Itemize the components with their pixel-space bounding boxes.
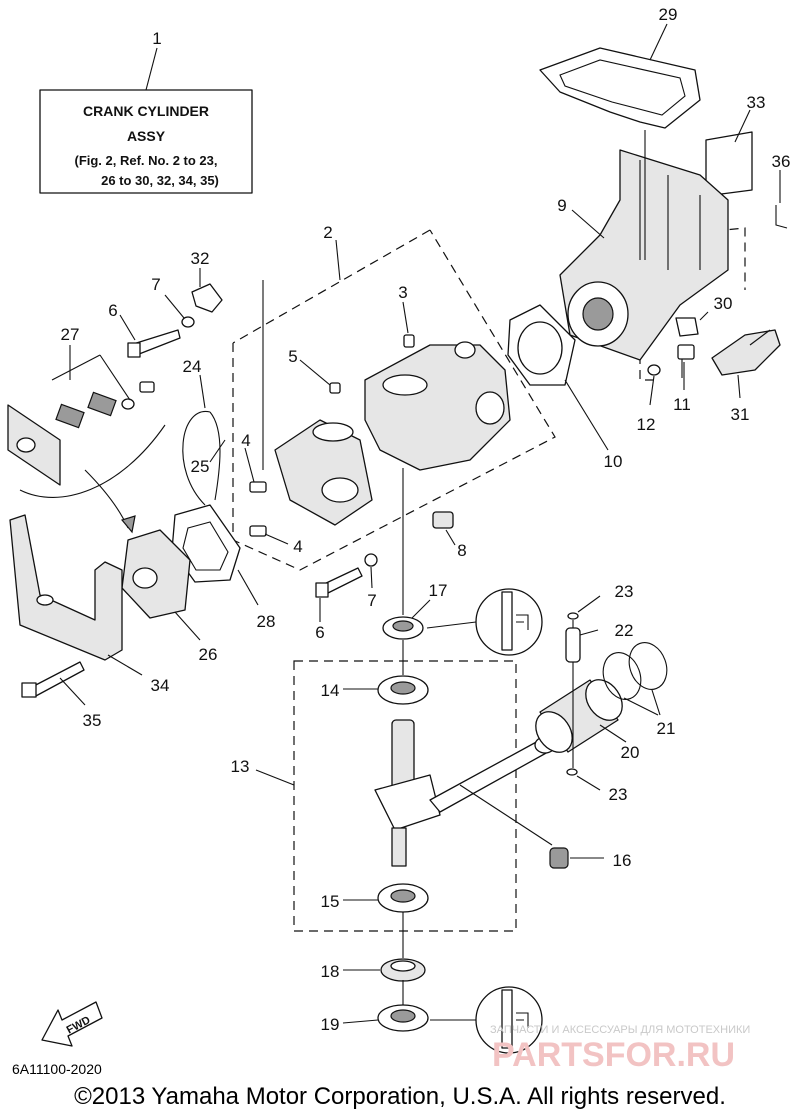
- callout-22: 22: [615, 621, 634, 640]
- part-23-clip-lower: [566, 768, 578, 776]
- part-36-clip: [775, 205, 788, 229]
- part-15-bearing: [377, 883, 429, 913]
- fwd-arrow-icon: FWD: [41, 1001, 103, 1047]
- callout-35: 35: [83, 711, 102, 730]
- callout-27: 27: [61, 325, 80, 344]
- callout-7-upper: 7: [151, 275, 160, 294]
- callout-24: 24: [183, 357, 202, 376]
- callout-16: 16: [613, 851, 632, 870]
- detail-circle-lower: [430, 986, 543, 1054]
- callout-28: 28: [257, 612, 276, 631]
- callout-11: 11: [673, 395, 691, 414]
- part-11-bolt: [677, 344, 695, 378]
- part-31-spark-plug: [711, 329, 781, 376]
- part-8-bushing: [432, 511, 454, 529]
- callout-4-lower: 4: [293, 537, 302, 556]
- part-10-gasket: [507, 304, 576, 386]
- callout-2: 2: [323, 223, 332, 242]
- diagram-code: 6A11100-2020: [12, 1061, 102, 1077]
- part-26-intake: [121, 529, 191, 619]
- reed-bracket-arrow: [19, 424, 166, 534]
- callout-15: 15: [321, 892, 340, 911]
- callout-3: 3: [398, 283, 407, 302]
- callout-5: 5: [288, 347, 297, 366]
- part-18-oil-seal: [380, 958, 426, 982]
- assy-box-line-1: CRANK CYLINDER: [83, 103, 209, 119]
- callout-26: 26: [199, 645, 218, 664]
- part-27-reed-valve: [7, 381, 155, 486]
- callout-21: 21: [657, 719, 676, 738]
- callout-36: 36: [772, 152, 791, 171]
- part-7-washer-lower: [364, 553, 378, 567]
- callout-20: 20: [621, 743, 640, 762]
- watermark: ЗАПЧАСТИ И АКСЕССУАРЫ ДЛЯ МОТОТЕХНИКИ PA…: [490, 1024, 750, 1074]
- part-34-silencer: [9, 514, 123, 661]
- callout-13: 13: [231, 757, 250, 776]
- callout-17: 17: [429, 581, 448, 600]
- part-17-bearing: [382, 616, 424, 640]
- part-22-piston-pin: [565, 627, 581, 663]
- callout-34: 34: [151, 676, 170, 695]
- callout-6-lower: 6: [315, 623, 324, 642]
- part-2-crankcase: [364, 341, 511, 471]
- callout-14: 14: [321, 681, 340, 700]
- part-35-bolt: [21, 661, 85, 698]
- callout-30: 30: [714, 294, 733, 313]
- axis-guides: [262, 130, 646, 1005]
- part-4-screw-upper: [249, 481, 267, 493]
- crank-cylinder-assy-outline: [232, 229, 556, 571]
- callout-32: 32: [191, 249, 210, 268]
- callout-33: 33: [747, 93, 766, 112]
- callout-1: 1: [152, 29, 161, 48]
- part-6-bolt-upper: [127, 329, 181, 358]
- assy-box-line-2: ASSY: [127, 128, 166, 144]
- crankshaft-assy-outline: [293, 660, 517, 932]
- part-13-crankshaft: [374, 719, 556, 867]
- callout-23-upper: 23: [615, 582, 634, 601]
- part-32-clamp: [191, 283, 223, 313]
- callout-29: 29: [659, 5, 678, 24]
- watermark-line-1: ЗАПЧАСТИ И АКСЕССУАРЫ ДЛЯ МОТОТЕХНИКИ: [490, 1024, 750, 1036]
- part-12-washer: [647, 364, 661, 376]
- assembly-label-box: CRANK CYLINDER ASSY (Fig. 2, Ref. No. 2 …: [39, 89, 253, 194]
- assy-box-line-4: 26 to 30, 32, 34, 35): [101, 173, 219, 188]
- callout-4-upper: 4: [241, 431, 250, 450]
- callout-6-upper: 6: [108, 301, 117, 320]
- part-2-crankcase-half: [274, 419, 373, 526]
- watermark-line-2: PARTSFOR.RU: [492, 1036, 735, 1074]
- copyright-notice: ©2013 Yamaha Motor Corporation, U.S.A. A…: [74, 1083, 726, 1110]
- part-30-bolt: [675, 317, 699, 337]
- part-29-cover-plate: [539, 47, 701, 129]
- callout-18: 18: [321, 962, 340, 981]
- assy-box-line-3: (Fig. 2, Ref. No. 2 to 23,: [74, 153, 217, 168]
- part-7-washer-upper: [181, 316, 195, 328]
- part-4-screw-lower: [249, 525, 267, 537]
- callout-10: 10: [604, 452, 623, 471]
- part-6-bolt-lower: [315, 567, 363, 598]
- part-21-piston-rings: [602, 642, 668, 700]
- part-5-dowel: [329, 382, 341, 394]
- part-3-screw: [403, 334, 415, 348]
- detail-circle-upper: [426, 588, 543, 656]
- callout-7-lower: 7: [367, 591, 376, 610]
- callout-8: 8: [457, 541, 466, 560]
- part-14-bearing: [377, 675, 429, 705]
- callout-19: 19: [321, 1015, 340, 1034]
- callout-9: 9: [557, 196, 566, 215]
- part-16-needle-bearing: [549, 847, 569, 869]
- callout-31: 31: [731, 405, 750, 424]
- callout-25: 25: [191, 457, 210, 476]
- part-33-label: [705, 131, 753, 197]
- part-20-piston: [535, 679, 623, 753]
- part-23-clip-upper: [567, 612, 579, 620]
- part-9-housing: [559, 149, 729, 361]
- callout-12: 12: [637, 415, 656, 434]
- callouts: 1 2 3 4 4 5 6 6 7 7 8 9 10 11 12 13 14: [51, 5, 791, 1034]
- part-24-hose: [182, 411, 221, 506]
- callout-23-lower: 23: [609, 785, 628, 804]
- part-19-bearing: [377, 1004, 429, 1032]
